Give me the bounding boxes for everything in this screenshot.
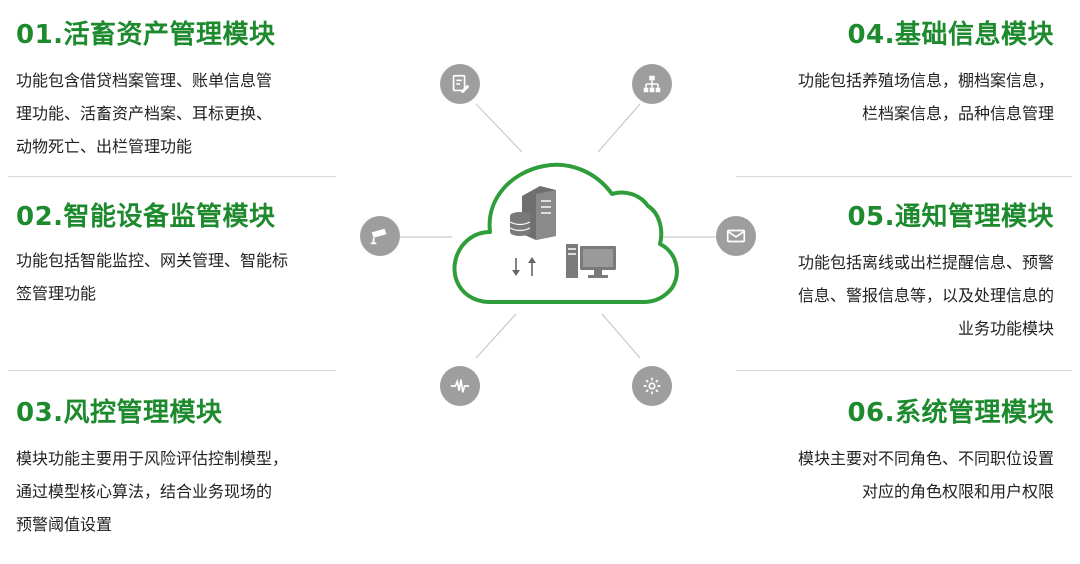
- module-basic-info: 04.基础信息模块 功能包括养殖场信息，棚档案信息， 栏档案信息，品种信息管理: [724, 18, 1054, 130]
- module-device-monitoring: 02.智能设备监管模块 功能包括智能监控、网关管理、智能标 签管理功能: [16, 200, 336, 310]
- module-desc-line: 信息、警报信息等，以及处理信息的: [797, 286, 1054, 305]
- connector-line: [475, 313, 517, 359]
- transfer-arrows-icon: [512, 257, 536, 276]
- gear-icon: [632, 366, 672, 406]
- module-desc-line: 签管理功能: [16, 284, 97, 303]
- connector-line: [475, 103, 523, 153]
- connector-line: [597, 103, 641, 153]
- module-desc-line: 动物死亡、出栏管理功能: [16, 137, 193, 156]
- database-icon: [509, 212, 531, 236]
- module-title: 05.通知管理模块: [847, 202, 1054, 232]
- connector-line: [601, 313, 641, 359]
- module-desc-line: 功能包括离线或出栏提醒信息、预警: [797, 253, 1054, 272]
- module-desc-line: 模块主要对不同角色、不同职位设置: [797, 449, 1054, 468]
- waveform-icon: [440, 366, 480, 406]
- module-desc-line: 功能包括养殖场信息，棚档案信息，: [797, 71, 1054, 90]
- module-title: 06.系统管理模块: [847, 398, 1054, 428]
- module-desc-line: 业务功能模块: [957, 319, 1054, 338]
- cloud-shape: [452, 162, 679, 304]
- module-risk-control: 03.风控管理模块 模块功能主要用于风险评估控制模型， 通过模型核心算法，结合业…: [16, 396, 336, 541]
- module-desc-line: 栏档案信息，品种信息管理: [861, 104, 1054, 123]
- divider: [8, 370, 336, 371]
- module-desc-line: 通过模型核心算法，结合业务现场的: [16, 482, 273, 501]
- module-asset-management: 01.活畜资产管理模块 功能包含借贷档案管理、账单信息管 理功能、活畜资产档案、…: [16, 18, 336, 163]
- envelope-icon: [716, 216, 756, 256]
- module-desc-line: 功能包括智能监控、网关管理、智能标: [16, 251, 289, 270]
- security-camera-icon: [360, 216, 400, 256]
- document-edit-icon: [440, 64, 480, 104]
- module-desc-line: 理功能、活畜资产档案、耳标更换、: [16, 104, 273, 123]
- module-title: 01.活畜资产管理模块: [16, 20, 276, 50]
- module-title: 04.基础信息模块: [847, 20, 1054, 50]
- server-icon: [522, 186, 556, 240]
- module-desc-line: 对应的角色权限和用户权限: [861, 482, 1054, 501]
- divider: [736, 370, 1072, 371]
- module-system-management: 06.系统管理模块 模块主要对不同角色、不同职位设置 对应的角色权限和用户权限: [724, 396, 1054, 508]
- computer-icon: [566, 244, 616, 278]
- module-title: 02.智能设备监管模块: [16, 202, 276, 232]
- divider: [736, 176, 1072, 177]
- divider: [8, 176, 336, 177]
- module-desc-line: 功能包含借贷档案管理、账单信息管: [16, 71, 273, 90]
- module-title: 03.风控管理模块: [16, 398, 223, 428]
- module-desc-line: 模块功能主要用于风险评估控制模型，: [16, 449, 289, 468]
- org-chart-icon: [632, 64, 672, 104]
- module-desc-line: 预警阈值设置: [16, 515, 113, 534]
- module-notification: 05.通知管理模块 功能包括离线或出栏提醒信息、预警 信息、警报信息等，以及处理…: [724, 200, 1054, 345]
